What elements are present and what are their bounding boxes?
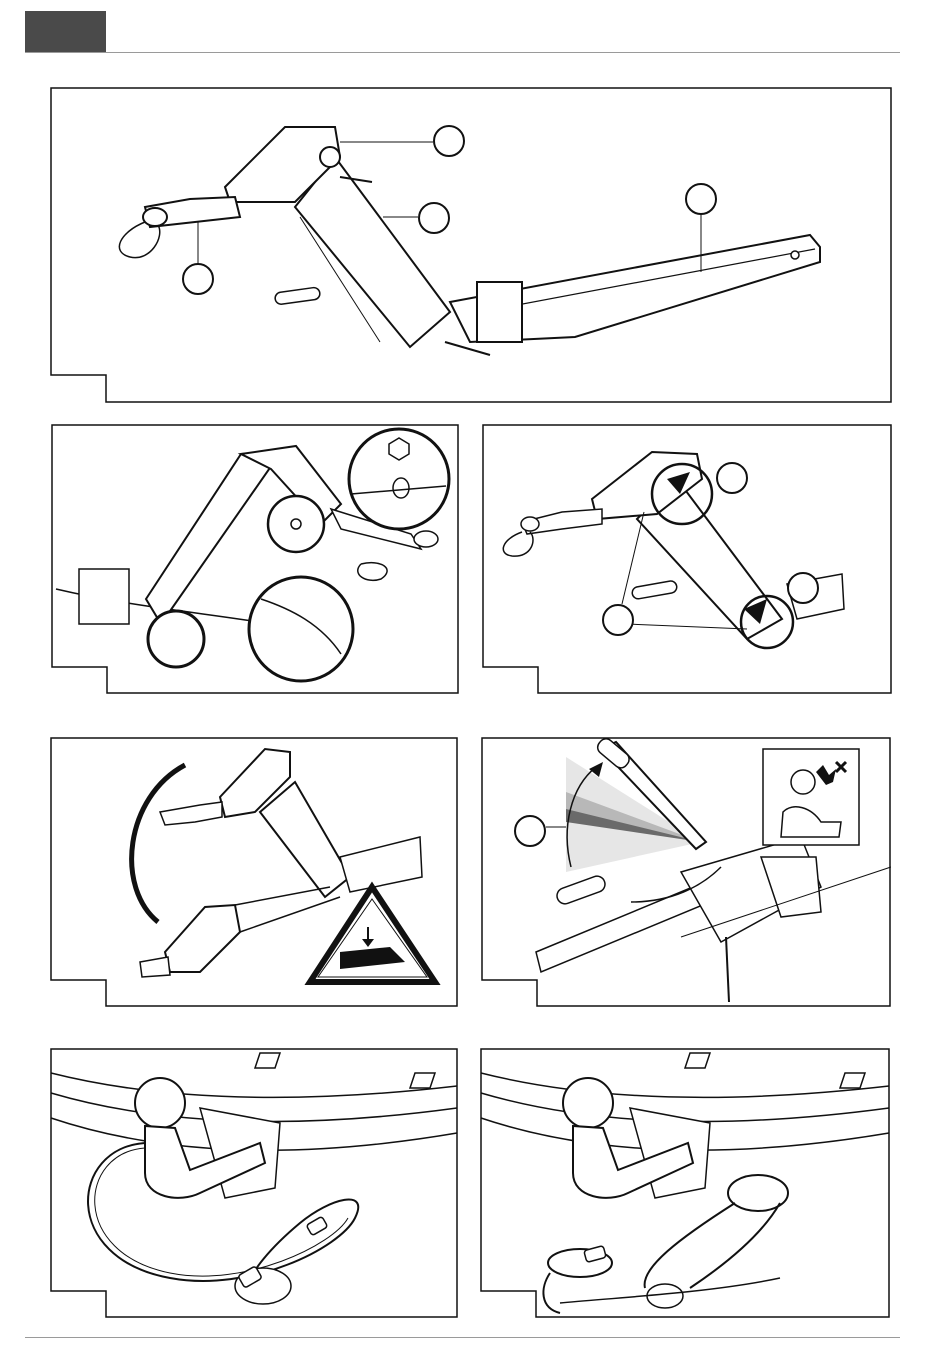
figure-1 [50, 87, 892, 403]
callout-1 [514, 815, 546, 847]
figure-3 [482, 424, 892, 694]
figure-3-illustration [482, 424, 892, 694]
figure-4-illustration [50, 737, 458, 1007]
callout-2 [418, 202, 450, 234]
figure-2-illustration [51, 424, 459, 694]
callout-3 [685, 183, 717, 215]
figure-2 [51, 424, 459, 694]
figure-4 [50, 737, 458, 1007]
callout-1 [716, 462, 748, 494]
callout-1 [433, 125, 465, 157]
header-rule [25, 52, 900, 53]
figure-6-illustration [50, 1048, 458, 1318]
callout-3 [602, 604, 634, 636]
callout-4 [182, 263, 214, 295]
figure-5 [481, 737, 891, 1007]
figure-7 [480, 1048, 890, 1318]
figure-7-illustration [480, 1048, 890, 1318]
callout-2 [787, 572, 819, 604]
figure-6 [50, 1048, 458, 1318]
figure-1-illustration [50, 87, 892, 403]
header-block [25, 11, 106, 53]
figure-5-illustration [481, 737, 891, 1007]
footer-rule [25, 1337, 900, 1338]
